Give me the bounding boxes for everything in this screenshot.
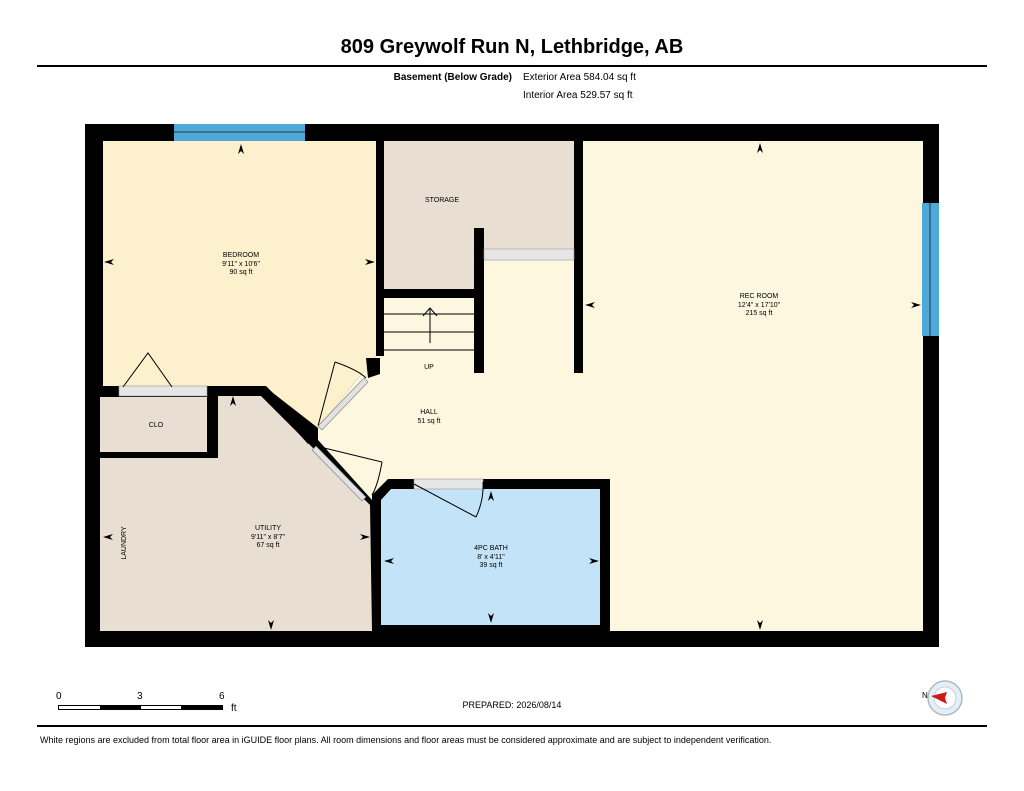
page-title: 809 Greywolf Run N, Lethbridge, AB — [340, 36, 684, 58]
storage-label: STORAGE — [425, 197, 459, 204]
interior-walls — [85, 141, 610, 633]
rec-room-lower[interactable] — [610, 479, 923, 631]
compass-north-label: N — [922, 691, 928, 700]
footer-divider — [37, 725, 987, 727]
storage-opening — [483, 248, 575, 261]
bedroom-door-arc — [334, 361, 367, 379]
scale-label-6: 6 — [219, 691, 225, 702]
scale-label-3: 3 — [137, 691, 143, 702]
scale-bar — [58, 705, 223, 710]
hall-lower[interactable] — [484, 373, 583, 479]
header-divider — [37, 65, 987, 67]
rec-room-area: 215 sq ft — [746, 310, 773, 317]
closet-label: CLO — [149, 422, 164, 429]
scale-unit: ft — [231, 703, 237, 714]
bedroom-door-leaf — [317, 361, 336, 427]
stair-arrow — [422, 307, 438, 343]
interior-area: Interior Area 529.57 sq ft — [523, 90, 633, 101]
bath-dims: 8' x 4'11" — [477, 554, 505, 561]
prepared-date: PREPARED: 2026/08/14 — [462, 700, 562, 710]
bath-door-leaf — [413, 483, 477, 518]
bedroom-label: BEDROOM — [223, 252, 259, 259]
bedroom-dims: 9'11" x 10'6" — [222, 261, 260, 268]
hall-area-label: 51 sq ft — [418, 418, 441, 425]
hall-label: HALL — [420, 409, 438, 416]
bath-room[interactable] — [381, 488, 600, 625]
disclaimer-text: White regions are excluded from total fl… — [40, 735, 772, 745]
closet-opening — [118, 385, 208, 397]
bedroom-room[interactable] — [103, 141, 376, 428]
bath-area: 39 sq ft — [480, 562, 503, 569]
utility-room[interactable] — [100, 395, 372, 631]
floor-label: Basement (Below Grade) — [393, 72, 512, 83]
bath-opening — [413, 478, 484, 490]
compass-icon: N — [922, 680, 963, 716]
utility-area: 67 sq ft — [257, 542, 280, 549]
dimension-markers — [103, 143, 921, 630]
closet-room[interactable] — [100, 397, 213, 452]
stair-treads — [384, 313, 474, 351]
window-lines — [174, 131, 931, 336]
rec-room-window — [922, 203, 939, 336]
utility-door-arc — [371, 461, 383, 496]
door-swings — [122, 352, 484, 518]
bath-label: 4PC BATH — [474, 545, 508, 552]
utility-dims: 9'11" x 8'7" — [251, 534, 285, 541]
stairs-label: UP — [424, 364, 434, 371]
door-jambs — [311, 377, 369, 502]
rec-room-dims: 12'4" x 17'10" — [738, 302, 781, 309]
closet-bifold-door — [122, 352, 173, 388]
laundry-label: LAUNDRY — [121, 526, 128, 560]
utility-label: UTILITY — [255, 525, 281, 532]
exterior-area: Exterior Area 584.04 sq ft — [523, 72, 636, 83]
bedroom-area: 90 sq ft — [230, 269, 253, 276]
scale-label-0: 0 — [56, 691, 62, 702]
rec-room-label: REC ROOM — [740, 293, 779, 300]
bedroom-window — [174, 124, 305, 141]
utility-door-leaf — [315, 445, 383, 463]
bath-door-arc — [475, 481, 484, 518]
